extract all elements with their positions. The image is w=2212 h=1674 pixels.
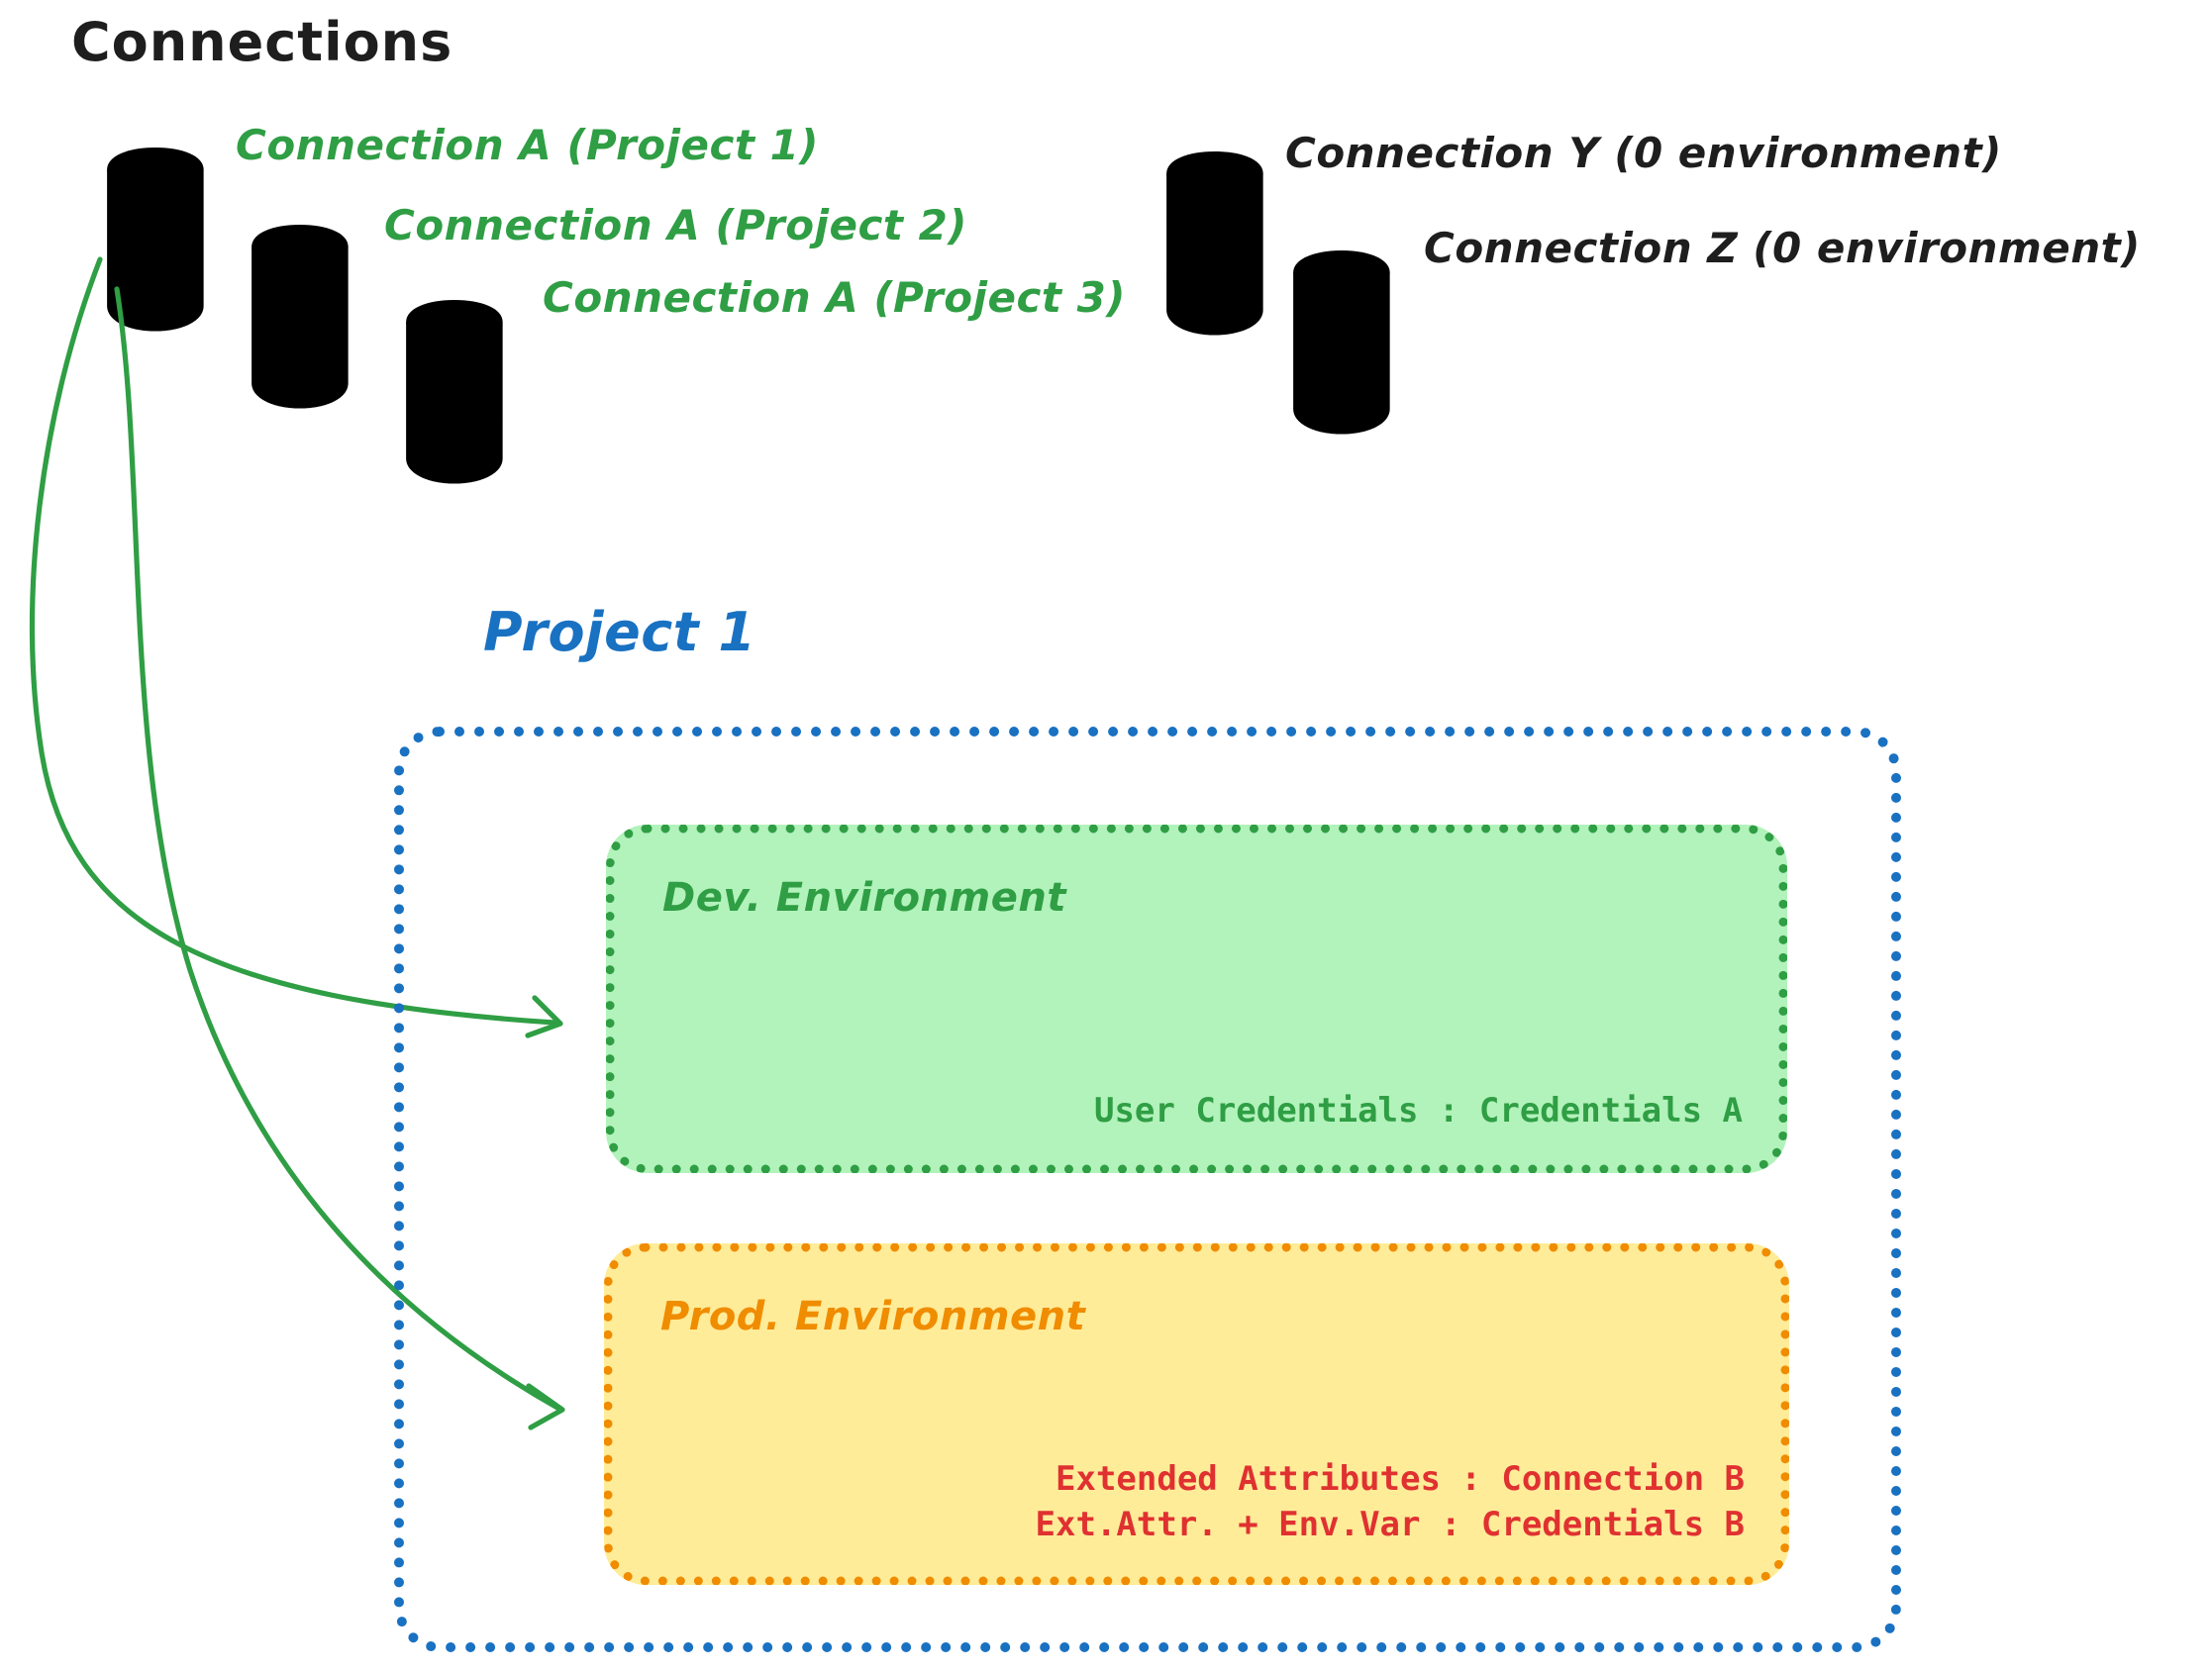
database-icon-connection-a-project-3 bbox=[406, 300, 503, 484]
connection-label-y: Connection Y (0 environment) bbox=[1285, 129, 2002, 177]
connection-label-a-project-3: Connection A (Project 3) bbox=[543, 273, 1126, 322]
connection-label-a-project-1: Connection A (Project 1) bbox=[236, 121, 819, 169]
dev-environment-title: Dev. Environment bbox=[662, 875, 1066, 921]
database-icon-connection-z bbox=[1293, 250, 1390, 435]
page-title: Connections bbox=[71, 11, 453, 73]
project-title: Project 1 bbox=[483, 601, 756, 663]
connection-label-z: Connection Z (0 environment) bbox=[1424, 224, 2141, 272]
prod-environment-details: Extended Attributes : Connection B Ext.A… bbox=[1035, 1459, 1745, 1545]
database-icon-connection-a-project-1 bbox=[107, 148, 204, 332]
database-icon-connection-a-project-2 bbox=[251, 225, 349, 409]
prod-environment-box[interactable]: Prod. Environment Extended Attributes : … bbox=[604, 1243, 1789, 1585]
project-container bbox=[394, 727, 1901, 1652]
prod-environment-title: Prod. Environment bbox=[660, 1294, 1086, 1339]
connection-label-a-project-2: Connection A (Project 2) bbox=[384, 201, 967, 249]
dev-environment-box[interactable]: Dev. Environment User Credentials : Cred… bbox=[606, 825, 1787, 1173]
dev-environment-details: User Credentials : Credentials A bbox=[1093, 1091, 1743, 1132]
database-icon-connection-y bbox=[1166, 151, 1263, 336]
